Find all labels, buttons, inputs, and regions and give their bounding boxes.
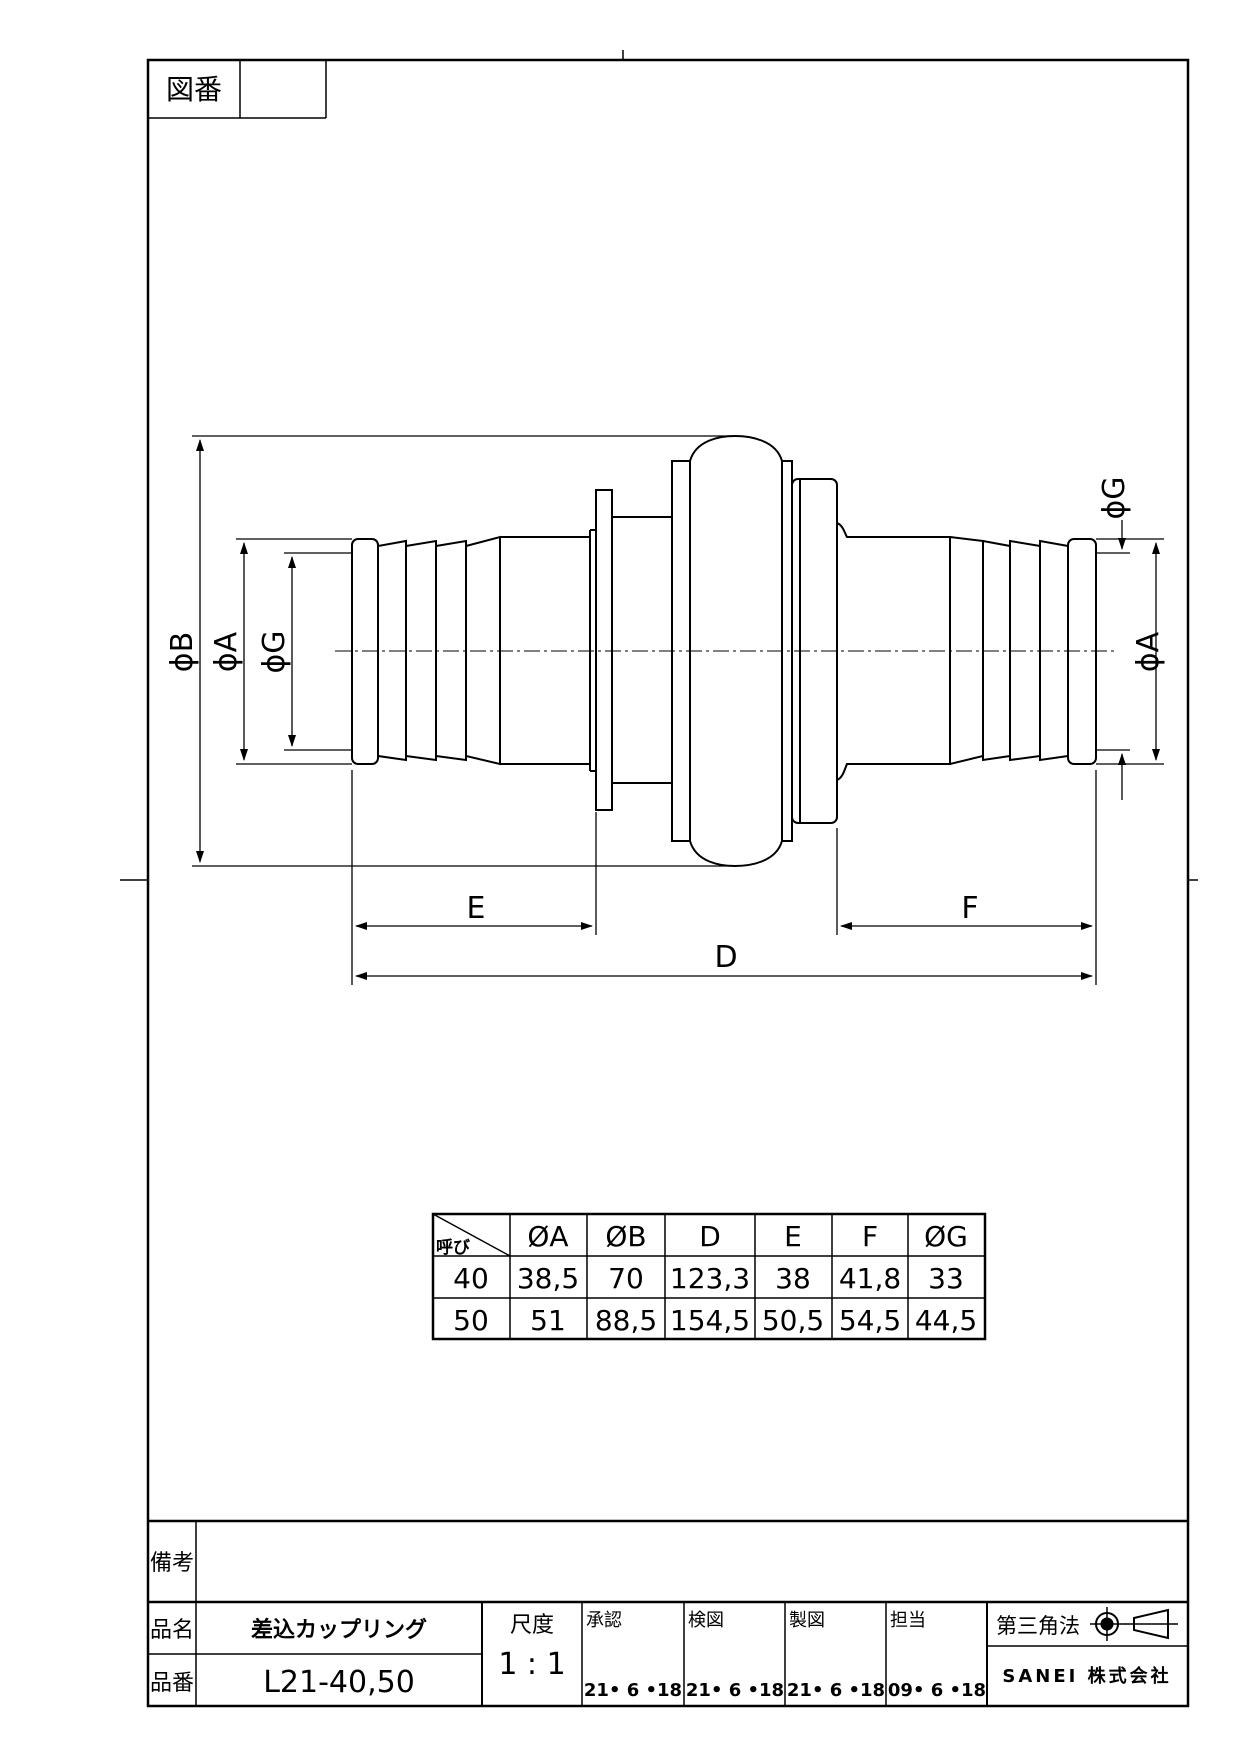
table-header-row: ØA ØB D E F ØG [527, 1220, 967, 1253]
approval-label: 担当 [890, 1610, 926, 1631]
approval-cell: 承認 21• 6 •18 [584, 1610, 682, 1701]
table-header-cell: ØG [924, 1220, 968, 1253]
product-name-label: 品名 [150, 1618, 194, 1643]
table-corner-label: 呼び [436, 1238, 470, 1258]
dimension-table: 呼び ØA ØB D E F ØG 40 38,5 70 123,3 38 41,8 33 50 51 88… [431, 1212, 987, 1341]
table-cell: 44,5 [915, 1304, 977, 1337]
approval-cells: 承認 21• 6 •18 検図 21• 6 •18 製図 21• 6 •18 担当 09• 6… [584, 1610, 986, 1701]
approval-cell: 検図 21• 6 •18 [686, 1610, 784, 1701]
approval-label: 製図 [789, 1610, 825, 1631]
approval-date: 09• 6 •18 [888, 1680, 986, 1701]
table-row: 50 51 88,5 154,5 50,5 54,5 44,5 [453, 1304, 977, 1337]
dimension-labels: ϕB ϕA ϕG ϕG ϕA E F D [165, 476, 1166, 975]
table-cell: 33 [928, 1262, 964, 1295]
table-header-cell: F [862, 1220, 878, 1253]
dim-label-d: D [714, 940, 737, 975]
table-nominal-cell: 40 [453, 1262, 489, 1295]
table-header-cell: ØA [527, 1220, 568, 1253]
approval-date: 21• 6 •18 [787, 1680, 885, 1701]
dim-label-phi-a-left: ϕA [209, 631, 244, 672]
table-cell: 38 [775, 1262, 811, 1295]
remarks-label: 備考 [150, 1551, 194, 1576]
drawing-number-box: 図番 [148, 60, 327, 119]
table-header-cell: D [699, 1220, 721, 1253]
table-row: 40 38,5 70 123,3 38 41,8 33 [453, 1262, 964, 1295]
product-number-value: L21-40,50 [263, 1665, 415, 1700]
table-nominal-cell: 50 [453, 1304, 489, 1337]
company-name: SANEI 株式会社 [1002, 1665, 1171, 1687]
table-cell: 38,5 [517, 1262, 579, 1295]
approval-date: 21• 6 •18 [686, 1680, 784, 1701]
table-cell: 123,3 [670, 1262, 750, 1295]
table-cell: 54,5 [839, 1304, 901, 1337]
title-block: 備考 品名 差込カップリング 品番 L21-40,50 尺度 1 : 1 承認 2… [148, 1519, 1188, 1706]
dim-label-phi-g-left: ϕG [257, 630, 292, 673]
third-angle-projection-icon [1090, 1607, 1178, 1641]
table-body: 40 38,5 70 123,3 38 41,8 33 50 51 88,5 154,5 50,5 54… [453, 1262, 977, 1337]
approval-label: 承認 [586, 1610, 622, 1631]
table-cell: 88,5 [595, 1304, 657, 1337]
scale-label: 尺度 [510, 1613, 554, 1638]
approval-date: 21• 6 •18 [584, 1680, 682, 1701]
table-cell: 51 [530, 1304, 566, 1337]
table-cell: 154,5 [670, 1304, 750, 1337]
scale-value: 1 : 1 [498, 1647, 565, 1682]
dim-label-phi-g-right: ϕG [1097, 476, 1132, 519]
dim-label-phi-a-right: ϕA [1131, 631, 1166, 672]
table-header-cell: ØB [605, 1220, 646, 1253]
dim-label-phi-b: ϕB [165, 632, 200, 672]
table-cell: 70 [608, 1262, 644, 1295]
table-cell: 50,5 [762, 1304, 824, 1337]
projection-label: 第三角法 [996, 1614, 1080, 1638]
drawing-number-label: 図番 [166, 73, 222, 106]
approval-label: 検図 [688, 1610, 724, 1631]
approval-cell: 担当 09• 6 •18 [888, 1610, 986, 1701]
table-cell: 41,8 [839, 1262, 901, 1295]
coupling-drawing [335, 434, 1118, 868]
dimension-lines [192, 435, 1164, 985]
product-name-value: 差込カップリング [251, 1617, 427, 1643]
dim-label-f: F [961, 891, 978, 926]
product-number-label: 品番 [150, 1671, 194, 1696]
dim-label-e: E [467, 891, 486, 926]
sheet-frame [146, 58, 1190, 1708]
approval-cell: 製図 21• 6 •18 [787, 1610, 885, 1701]
table-header-cell: E [784, 1220, 802, 1253]
